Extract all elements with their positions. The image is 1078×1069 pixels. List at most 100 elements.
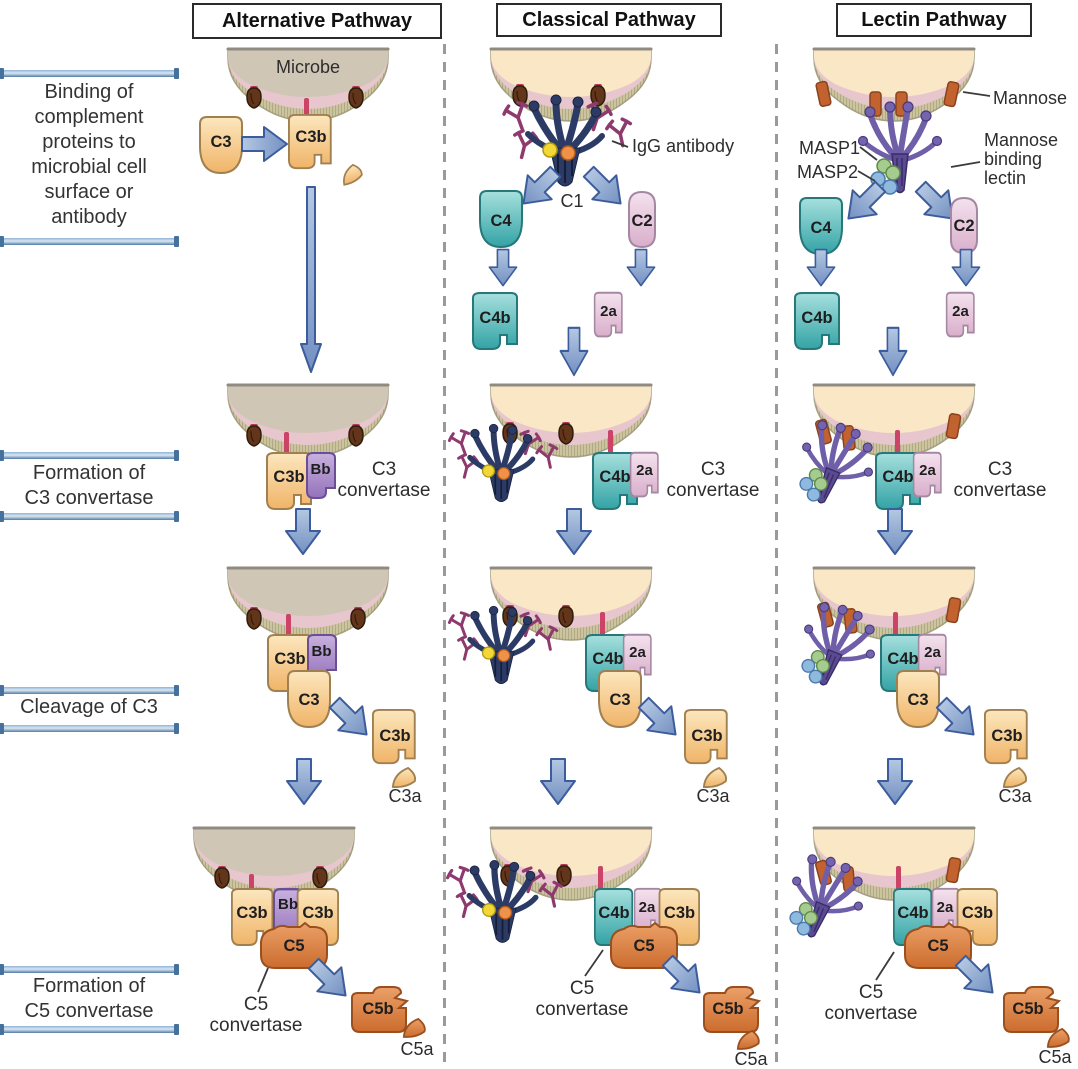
c3-convertase-label: C3 convertase xyxy=(666,459,760,501)
c5-convertase-label: C5 convertase xyxy=(535,978,629,1020)
row-label-formation-c3: Formation of C3 convertase xyxy=(24,462,154,509)
c4b-label: C4b xyxy=(801,309,833,327)
c2a-label: 2a xyxy=(919,462,936,479)
c4b-label: C4b xyxy=(897,904,929,922)
cell-membrane xyxy=(489,383,653,459)
surface-receptor-icon xyxy=(312,865,328,889)
c5-label: C5 xyxy=(283,937,305,955)
c3a-fragment-shape xyxy=(1002,767,1028,789)
pointer-line xyxy=(962,91,991,97)
c2a-label: 2a xyxy=(924,644,941,661)
row-label-bar xyxy=(0,450,179,461)
row-label-bar xyxy=(0,1024,179,1035)
surface-receptor-icon xyxy=(558,604,574,628)
c5-label: C5 xyxy=(927,937,949,955)
c3-label: C3 xyxy=(609,691,631,709)
arrow-down-icon xyxy=(286,758,322,805)
surface-receptor-icon xyxy=(558,421,574,445)
arrow-down-icon xyxy=(878,326,908,377)
c4b-label: C4b xyxy=(887,650,919,668)
c3a-label: C3a xyxy=(696,786,730,806)
c3b-label: C3b xyxy=(961,904,994,922)
surface-receptor-icon xyxy=(246,606,262,630)
row-label-bar xyxy=(0,964,179,975)
pointer-line xyxy=(611,140,629,148)
arrow-down-icon xyxy=(877,758,913,805)
surface-receptor-icon xyxy=(556,863,572,887)
c3-label: C3 xyxy=(907,691,929,709)
c3b-label: C3b xyxy=(295,128,327,146)
c5b-label: C5b xyxy=(712,1000,744,1018)
c3a-fragment-shape xyxy=(391,767,417,789)
arrow-down-icon xyxy=(877,508,913,555)
c5-label: C5 xyxy=(633,937,655,955)
c5-convertase-label: C5 convertase xyxy=(209,994,303,1036)
pointer-line xyxy=(859,146,878,161)
c3b-label: C3b xyxy=(691,727,723,745)
c4b-label: C4b xyxy=(598,904,630,922)
c1-label: C1 xyxy=(560,191,584,211)
pointer-line xyxy=(584,949,604,977)
arrow-down-icon xyxy=(540,758,576,805)
arrow-down-icon xyxy=(626,248,656,287)
c3b-label: C3b xyxy=(379,727,411,745)
surface-receptor-icon xyxy=(348,423,364,447)
microbe-membrane xyxy=(226,566,390,642)
c3b-label: C3b xyxy=(991,727,1023,745)
c5a-label: C5a xyxy=(734,1049,768,1069)
row-label-bar xyxy=(0,68,179,79)
surface-receptor-icon xyxy=(246,423,262,447)
arrow-down-icon xyxy=(559,326,589,377)
c5a-label: C5a xyxy=(1038,1047,1072,1067)
c3b-label: C3b xyxy=(274,650,306,668)
c4b-label: C4b xyxy=(882,468,914,486)
c3a-fragment-shape xyxy=(702,767,728,789)
arrow-right-icon xyxy=(241,126,288,162)
pointer-line xyxy=(875,951,895,981)
row-label-binding: Binding of complement proteins to microb… xyxy=(31,81,147,228)
c3-label: C3 xyxy=(298,691,320,709)
c3a-label: C3a xyxy=(998,786,1032,806)
arrow-diagonal-icon xyxy=(321,689,380,748)
row-label-bar xyxy=(0,511,179,522)
c2a-label: 2a xyxy=(629,644,646,661)
c3-convertase-label: C3 convertase xyxy=(953,459,1047,501)
surface-receptor-icon xyxy=(246,85,262,109)
pointer-line xyxy=(857,170,876,182)
arrow-down-icon xyxy=(556,508,592,555)
c3a-label: C3a xyxy=(388,786,422,806)
pointer-line xyxy=(950,161,981,168)
arrow-down-icon xyxy=(285,508,321,555)
c3-label: C3 xyxy=(210,133,232,151)
row-label-bar xyxy=(0,236,179,247)
row-label-bar xyxy=(0,685,179,696)
microbe-label: Microbe xyxy=(275,57,341,77)
header-lectin-pathway: Lectin Pathway xyxy=(836,3,1032,37)
arrow-down-icon xyxy=(488,248,518,287)
surface-receptor-icon xyxy=(350,606,366,630)
column-divider xyxy=(443,44,446,1069)
arrow-down-long-icon xyxy=(300,186,322,373)
row-label-cleavage-c3: Cleavage of C3 xyxy=(20,696,158,718)
c3b-label: C3b xyxy=(273,468,305,486)
c3b-label: C3b xyxy=(302,904,334,922)
c2-label: C2 xyxy=(631,212,653,230)
surface-receptor-icon xyxy=(214,865,230,889)
c3b-label: C3b xyxy=(663,904,696,922)
c2a-label: 2a xyxy=(936,899,954,916)
c5-convertase-label: C5 convertase xyxy=(824,982,918,1024)
c4-label: C4 xyxy=(810,219,832,237)
c2-label: C2 xyxy=(953,217,975,235)
c2a-label: 2a xyxy=(638,899,656,916)
header-classical-pathway: Classical Pathway xyxy=(496,3,722,37)
c5b-label: C5b xyxy=(362,1000,394,1018)
bb-label: Bb xyxy=(311,643,332,660)
bb-label: Bb xyxy=(278,896,298,913)
cell-membrane xyxy=(489,47,653,123)
microbe-membrane xyxy=(226,383,390,459)
c5a-label: C5a xyxy=(400,1039,434,1059)
bb-label: Bb xyxy=(310,461,331,478)
pointer-line xyxy=(257,967,269,993)
